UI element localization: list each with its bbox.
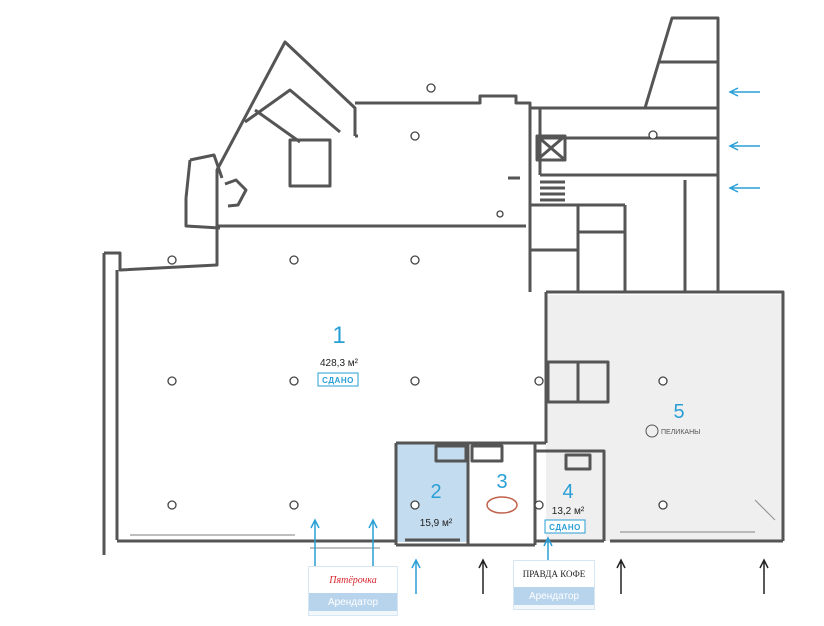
arrow-up-icon <box>310 518 320 568</box>
tenant-card-pyaterochka: Пятёрочка Арендатор <box>308 566 398 616</box>
arrow-up-icon <box>616 558 626 594</box>
unit-4-badge: СДАНО <box>549 523 581 532</box>
unit-5-tenant-logo: ПЕЛИКАНЫ <box>661 429 700 436</box>
unit-2-number: 2 <box>430 481 441 503</box>
arrow-left-icon <box>728 141 760 151</box>
unit-5-area[interactable] <box>546 295 783 541</box>
storefront-glazing <box>130 499 776 549</box>
unit-5-number: 5 <box>673 401 684 423</box>
unit-2-area: 15,9 м² <box>420 518 453 529</box>
tenant-card-pravda-kofe: ПРАВДА КОФЕ Арендатор <box>513 560 595 610</box>
arrow-up-icon <box>759 558 769 594</box>
walls <box>102 16 785 555</box>
unit-1-area: 428,3 м² <box>320 358 359 369</box>
arrow-up-icon <box>368 518 378 568</box>
tenant-caption: Арендатор <box>514 587 594 605</box>
unit-3-tenant-logo <box>486 496 518 514</box>
unit-1-number: 1 <box>332 322 345 349</box>
arrow-left-icon <box>728 87 760 97</box>
unit-5-logo-icon <box>645 424 659 438</box>
tenant-caption: Арендатор <box>309 593 397 611</box>
arrow-up-icon <box>411 558 421 594</box>
unit-4-number: 4 <box>562 481 573 503</box>
unit-1-badge: СДАНО <box>322 376 354 385</box>
pravda-kofe-logo: ПРАВДА КОФЕ <box>514 561 594 587</box>
unit-1-badge-box <box>317 372 359 387</box>
unit-3-number: 3 <box>496 471 507 493</box>
arrow-up-icon <box>478 558 488 594</box>
columns <box>167 83 668 510</box>
arrow-left-icon <box>728 183 760 193</box>
unit-4-area: 13,2 м² <box>552 506 585 517</box>
pyaterochka-logo: Пятёрочка <box>309 567 397 593</box>
entrance-arrows <box>310 87 769 594</box>
unit-4-badge-box <box>544 519 586 534</box>
